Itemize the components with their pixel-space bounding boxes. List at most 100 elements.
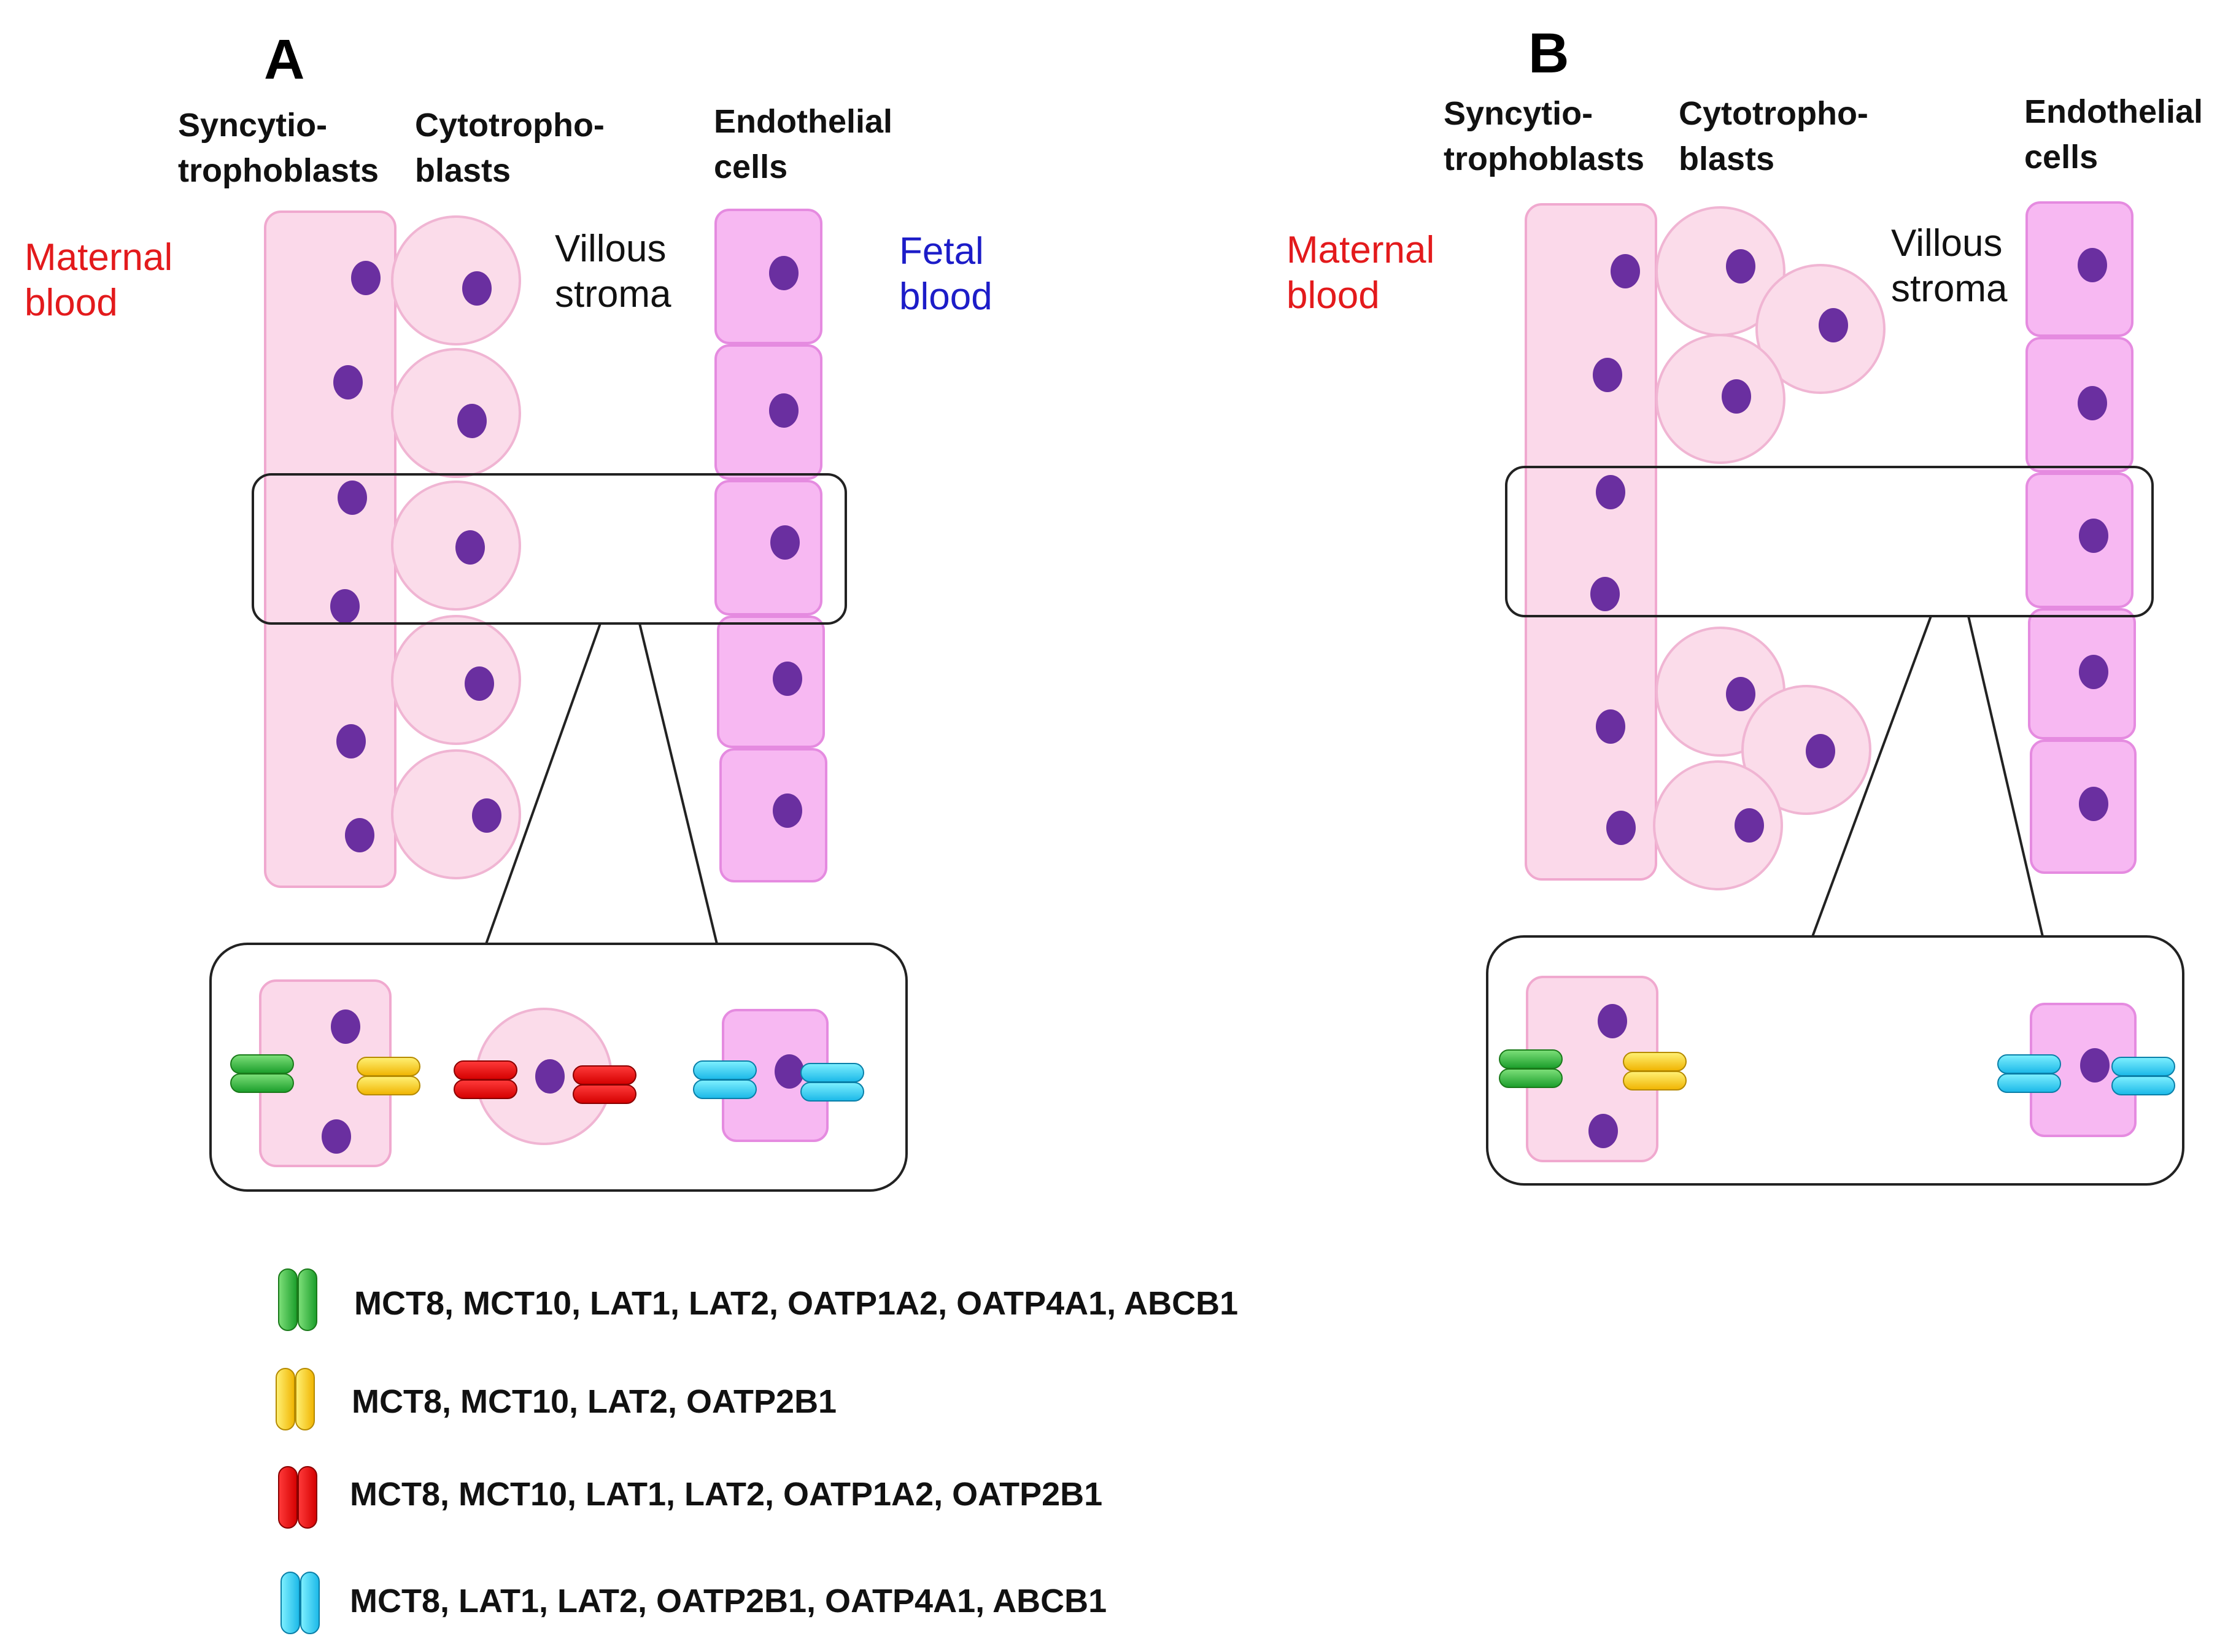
villous-stroma-label-line2: stroma — [1891, 268, 2008, 310]
cytotrophoblast-cells — [1653, 206, 1886, 890]
nucleus — [2079, 519, 2108, 553]
panel-letter-b: B — [1528, 22, 1569, 85]
transporter-cyan-right — [800, 1063, 864, 1102]
legend-item-red: MCT8, MCT10, LAT1, LAT2, OATP1A2, OATP2B… — [278, 1466, 1102, 1529]
cytotrophoblast-cells — [391, 215, 521, 879]
nucleus — [1596, 709, 1625, 744]
inset-panel-a — [209, 943, 908, 1192]
endothelial-cell — [2025, 337, 2133, 473]
header-syncytio-line2: trophoblasts — [178, 152, 379, 189]
syncytiotrophoblast-layer — [264, 210, 397, 888]
cytotrophoblast-cell — [391, 615, 521, 745]
transporter-red-left — [454, 1060, 517, 1099]
nucleus — [2079, 655, 2108, 689]
nucleus — [455, 530, 485, 565]
endothelial-cell — [2025, 201, 2133, 337]
zoom-selection-box — [1505, 466, 2154, 617]
nucleus — [333, 365, 363, 399]
nucleus — [465, 666, 494, 701]
header-endo-line1: Endothelial — [714, 103, 892, 140]
endothelial-cell — [714, 344, 822, 480]
nucleus — [2078, 386, 2107, 420]
nucleus — [770, 525, 800, 560]
nucleus — [336, 724, 366, 758]
syncytio-nuclei — [1590, 254, 1640, 845]
zoom-line-left — [1811, 616, 1932, 937]
nucleus — [769, 256, 799, 290]
cytotrophoblast-cell — [391, 481, 521, 611]
nucleus — [2080, 1048, 2110, 1083]
nucleus — [472, 798, 501, 833]
header-cyto-line2: blasts — [415, 152, 511, 189]
nucleus — [1588, 1114, 1618, 1148]
nucleus — [1819, 308, 1848, 342]
nucleus — [1606, 811, 1636, 845]
nucleus — [1590, 577, 1620, 611]
nucleus — [773, 793, 802, 828]
zoom-line-right — [638, 623, 718, 944]
transporter-cyan-right — [2111, 1057, 2175, 1095]
maternal-blood-label-line1: Maternal — [25, 236, 172, 279]
transporter-yellow — [357, 1057, 420, 1095]
nucleus — [322, 1119, 351, 1154]
cytotrophoblast-cell — [391, 348, 521, 478]
cytotrophoblast-cell — [1655, 206, 1785, 336]
nucleus — [2078, 248, 2107, 282]
panel-letter-a: A — [264, 28, 304, 91]
endothelial-cell — [717, 616, 825, 748]
cytotrophoblast-cell — [1755, 264, 1886, 394]
nucleus — [338, 481, 367, 515]
nucleus — [2079, 787, 2108, 821]
fetal-blood-label-line2: blood — [899, 276, 992, 318]
header-cyto-line1: Cytotropho- — [415, 107, 605, 144]
nucleus — [1735, 808, 1764, 843]
legend-label-red: MCT8, MCT10, LAT1, LAT2, OATP1A2, OATP2B… — [350, 1476, 1102, 1513]
nucleus — [773, 662, 802, 696]
legend-item-green: MCT8, MCT10, LAT1, LAT2, OATP1A2, OATP4A… — [278, 1268, 1238, 1331]
endothelial-cells — [2025, 201, 2137, 874]
nucleus — [769, 393, 799, 428]
nucleus — [535, 1059, 565, 1094]
nucleus — [1598, 1004, 1627, 1038]
header-cyto-line1: Cytotropho- — [1679, 95, 1868, 132]
header-cyto-line2: blasts — [1679, 141, 1774, 177]
nucleus — [1722, 379, 1751, 414]
endothelial-cell — [2028, 608, 2136, 739]
endothelial-cell — [2030, 739, 2137, 874]
nucleus — [457, 404, 487, 438]
nucleus — [330, 589, 360, 623]
legend-item-cyan: MCT8, LAT1, LAT2, OATP2B1, OATP4A1, ABCB… — [280, 1572, 1107, 1634]
legend-swatch-red — [278, 1466, 317, 1529]
transporter-green — [1499, 1049, 1563, 1088]
legend-swatch-cyan — [280, 1572, 320, 1634]
cytotrophoblast-cell — [391, 749, 521, 879]
nucleus — [345, 818, 374, 852]
nucleus — [1806, 734, 1835, 768]
nucleus — [1611, 254, 1640, 288]
endothelial-cell — [714, 480, 822, 616]
endothelial-cell — [2025, 473, 2133, 608]
legend-swatch-yellow — [276, 1368, 315, 1430]
nucleus — [1593, 358, 1622, 392]
zoom-selection-box — [252, 473, 847, 625]
cytotrophoblast-cell — [391, 215, 521, 345]
transporter-cyan-left — [693, 1060, 757, 1099]
nucleus — [1726, 249, 1755, 284]
syncytio-nuclei — [330, 261, 381, 852]
cytotrophoblast-cell — [1655, 334, 1785, 464]
villous-stroma-label-line1: Villous — [1891, 222, 2003, 264]
transporter-red-right — [573, 1065, 636, 1104]
legend-label-cyan: MCT8, LAT1, LAT2, OATP2B1, OATP4A1, ABCB… — [350, 1583, 1107, 1619]
legend: MCT8, MCT10, LAT1, LAT2, OATP1A2, OATP4A… — [276, 1268, 1238, 1634]
inset-panel-b — [1486, 935, 2184, 1186]
maternal-blood-label-line2: blood — [1286, 274, 1380, 317]
inset-box — [1486, 935, 2184, 1186]
fetal-blood-label-line1: Fetal — [899, 230, 984, 272]
nucleus — [331, 1009, 360, 1044]
cytotrophoblast-cell — [1741, 685, 1871, 815]
transporter-cyan-left — [1997, 1054, 2061, 1093]
maternal-blood-label-line2: blood — [25, 282, 118, 324]
transporter-green — [230, 1054, 294, 1093]
header-syncytio-line1: Syncytio- — [178, 107, 327, 144]
